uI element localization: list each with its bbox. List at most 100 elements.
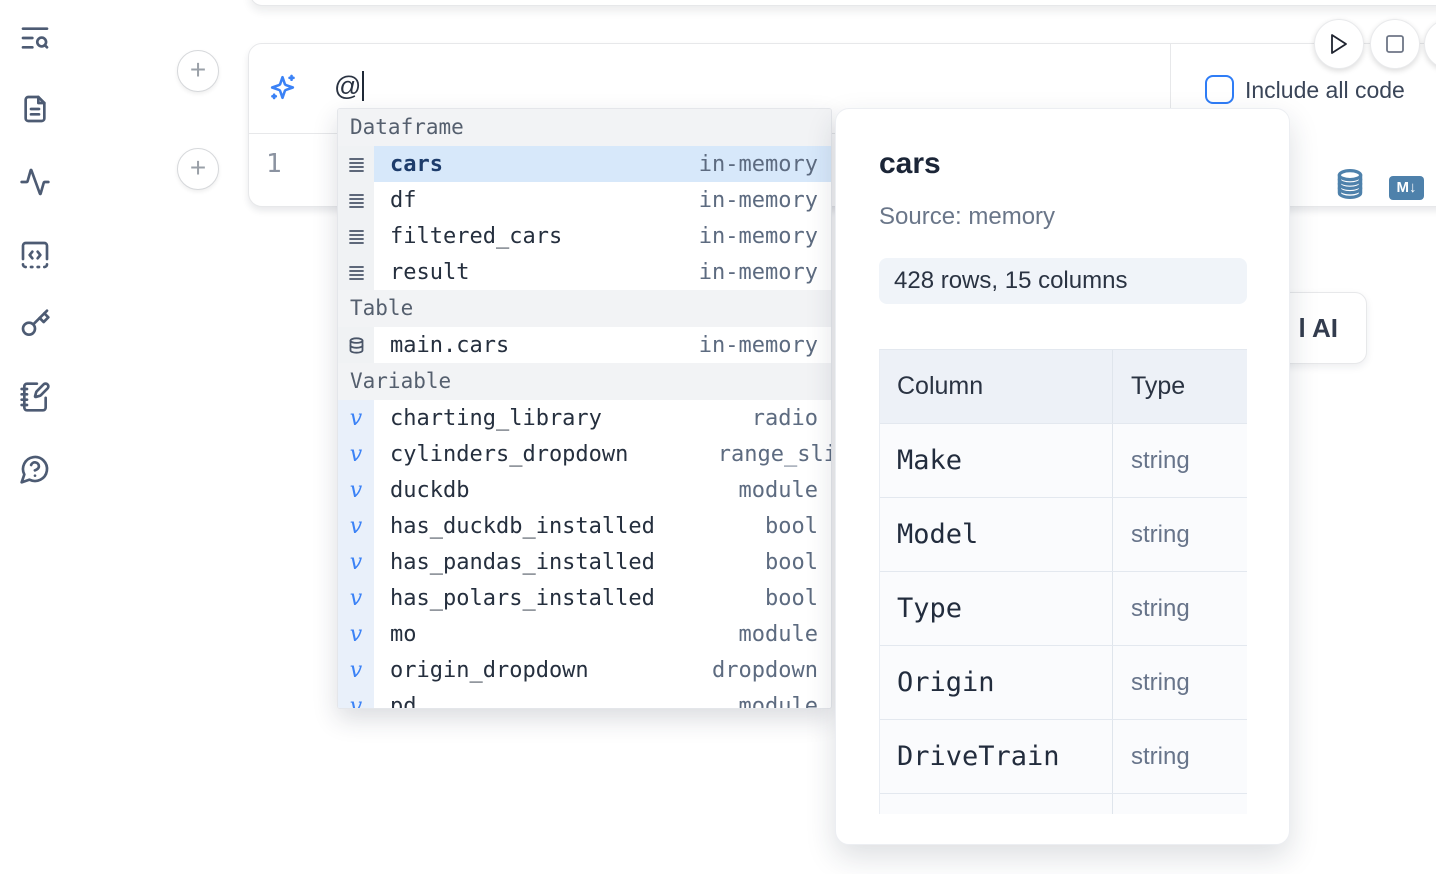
add-cell-below-button[interactable]: + — [177, 148, 219, 190]
text-cursor — [362, 70, 365, 101]
ai-prompt-input[interactable]: @ — [334, 70, 365, 102]
item-type: dropdown — [712, 657, 818, 683]
dataframe-icon — [338, 182, 374, 218]
column-name: Origin — [897, 667, 995, 698]
item-type: module — [738, 621, 818, 647]
item-name: duckdb — [390, 477, 470, 503]
item-type: in-memory — [698, 332, 818, 358]
variable-icon: v — [338, 688, 374, 708]
schema-row-make: Make string — [880, 424, 1247, 498]
variable-icon: v — [338, 652, 374, 688]
autocomplete-item-filtered-cars[interactable]: filtered_cars in-memory — [338, 218, 831, 254]
column-name: Model — [897, 519, 979, 550]
item-type: in-memory — [698, 187, 818, 213]
schema-row-model: Model string — [880, 498, 1247, 572]
section-header-dataframe: Dataframe — [338, 109, 831, 146]
item-type: module — [738, 477, 818, 503]
dataframe-icon — [338, 218, 374, 254]
table-database-icon — [338, 327, 374, 363]
schema-row-partial — [880, 794, 1247, 814]
item-type: module — [738, 693, 818, 709]
autocomplete-item-result[interactable]: result in-memory — [338, 254, 831, 290]
item-name: df — [390, 187, 417, 213]
schema-row-origin: Origin string — [880, 646, 1247, 720]
sidebar — [0, 0, 70, 874]
variable-icon: v — [338, 580, 374, 616]
item-type: in-memory — [698, 223, 818, 249]
autocomplete-item-main-cars[interactable]: main.cars in-memory — [338, 327, 831, 363]
section-header-table: Table — [338, 290, 831, 327]
autocomplete-item-cars[interactable]: cars in-memory — [338, 146, 831, 182]
column-name: Type — [897, 593, 963, 624]
item-type: bool — [765, 513, 818, 539]
schema-row-drivetrain: DriveTrain string — [880, 720, 1247, 794]
include-all-code-label: Include all code — [1245, 77, 1405, 103]
autocomplete-item-pd[interactable]: v pd module — [338, 688, 831, 709]
add-cell-above-button[interactable]: + — [177, 50, 219, 92]
include-all-code-checkbox[interactable] — [1205, 75, 1234, 104]
item-type: bool — [765, 549, 818, 575]
dataframe-preview-panel: cars Source: memory 428 rows, 15 columns… — [835, 108, 1290, 845]
database-output-icon[interactable] — [1335, 168, 1365, 201]
item-name: origin_dropdown — [390, 657, 589, 683]
variable-icon: v — [338, 436, 374, 472]
item-type: radio — [751, 405, 818, 431]
stop-button[interactable] — [1370, 19, 1420, 69]
prompt-value: @ — [334, 71, 362, 101]
item-type: in-memory — [698, 151, 818, 177]
schema-table: Column Type Make string Model string Typ… — [879, 349, 1247, 814]
item-name: filtered_cars — [390, 223, 563, 249]
variable-icon: v — [338, 544, 374, 580]
preview-source: Source: memory — [879, 203, 1056, 230]
autocomplete-item-df[interactable]: df in-memory — [338, 182, 831, 218]
column-header: Column — [880, 350, 1113, 423]
section-header-variable: Variable — [338, 363, 831, 400]
variable-icon: v — [338, 472, 374, 508]
code-block-icon[interactable] — [19, 239, 51, 271]
dataframe-icon — [338, 254, 374, 290]
item-name: main.cars — [390, 332, 510, 358]
dataframe-icon — [338, 146, 374, 182]
item-type: in-memory — [698, 259, 818, 285]
autocomplete-item-origin-dropdown[interactable]: v origin_dropdown dropdown — [338, 652, 831, 688]
notebook-pen-icon[interactable] — [19, 381, 51, 413]
variable-icon: v — [338, 400, 374, 436]
previous-cell-edge — [250, 0, 1436, 6]
autocomplete-item-has-pandas-installed[interactable]: v has_pandas_installed bool — [338, 544, 831, 580]
autocomplete-dropdown: Dataframe cars in-memory df in-memory filt… — [337, 108, 832, 709]
markdown-convert-icon[interactable]: M↓ — [1389, 176, 1424, 200]
autocomplete-item-has-duckdb-installed[interactable]: v has_duckdb_installed bool — [338, 508, 831, 544]
run-cell-button[interactable] — [1314, 19, 1364, 69]
item-name: charting_library — [390, 405, 602, 431]
schema-row-type: Type string — [880, 572, 1247, 646]
item-name: has_polars_installed — [390, 585, 655, 611]
autocomplete-item-charting-library[interactable]: v charting_library radio — [338, 400, 831, 436]
column-type: string — [1131, 668, 1190, 696]
activity-icon[interactable] — [19, 166, 51, 198]
autocomplete-item-cylinders-dropdown[interactable]: v cylinders_dropdown range_sli — [338, 436, 831, 472]
item-name: pd — [390, 693, 417, 709]
column-type: string — [1131, 594, 1190, 622]
item-name: has_duckdb_installed — [390, 513, 655, 539]
variable-icon: v — [338, 508, 374, 544]
item-name: has_pandas_installed — [390, 549, 655, 575]
schema-header-row: Column Type — [880, 350, 1247, 424]
item-name: cars — [390, 151, 443, 177]
preview-shape-badge: 428 rows, 15 columns — [879, 258, 1247, 304]
key-icon[interactable] — [19, 308, 51, 340]
item-type: range_sli — [717, 441, 832, 467]
type-header: Type — [1131, 372, 1186, 400]
file-text-icon[interactable] — [19, 93, 51, 125]
item-name: result — [390, 259, 470, 285]
text-search-icon[interactable] — [19, 22, 51, 54]
autocomplete-item-duckdb[interactable]: v duckdb module — [338, 472, 831, 508]
item-name: cylinders_dropdown — [390, 441, 629, 467]
ai-sparkles-icon — [267, 72, 298, 103]
column-name: DriveTrain — [897, 741, 1060, 772]
preview-title: cars — [879, 147, 941, 180]
help-chat-icon[interactable] — [19, 453, 51, 485]
column-name: Make — [897, 445, 963, 476]
